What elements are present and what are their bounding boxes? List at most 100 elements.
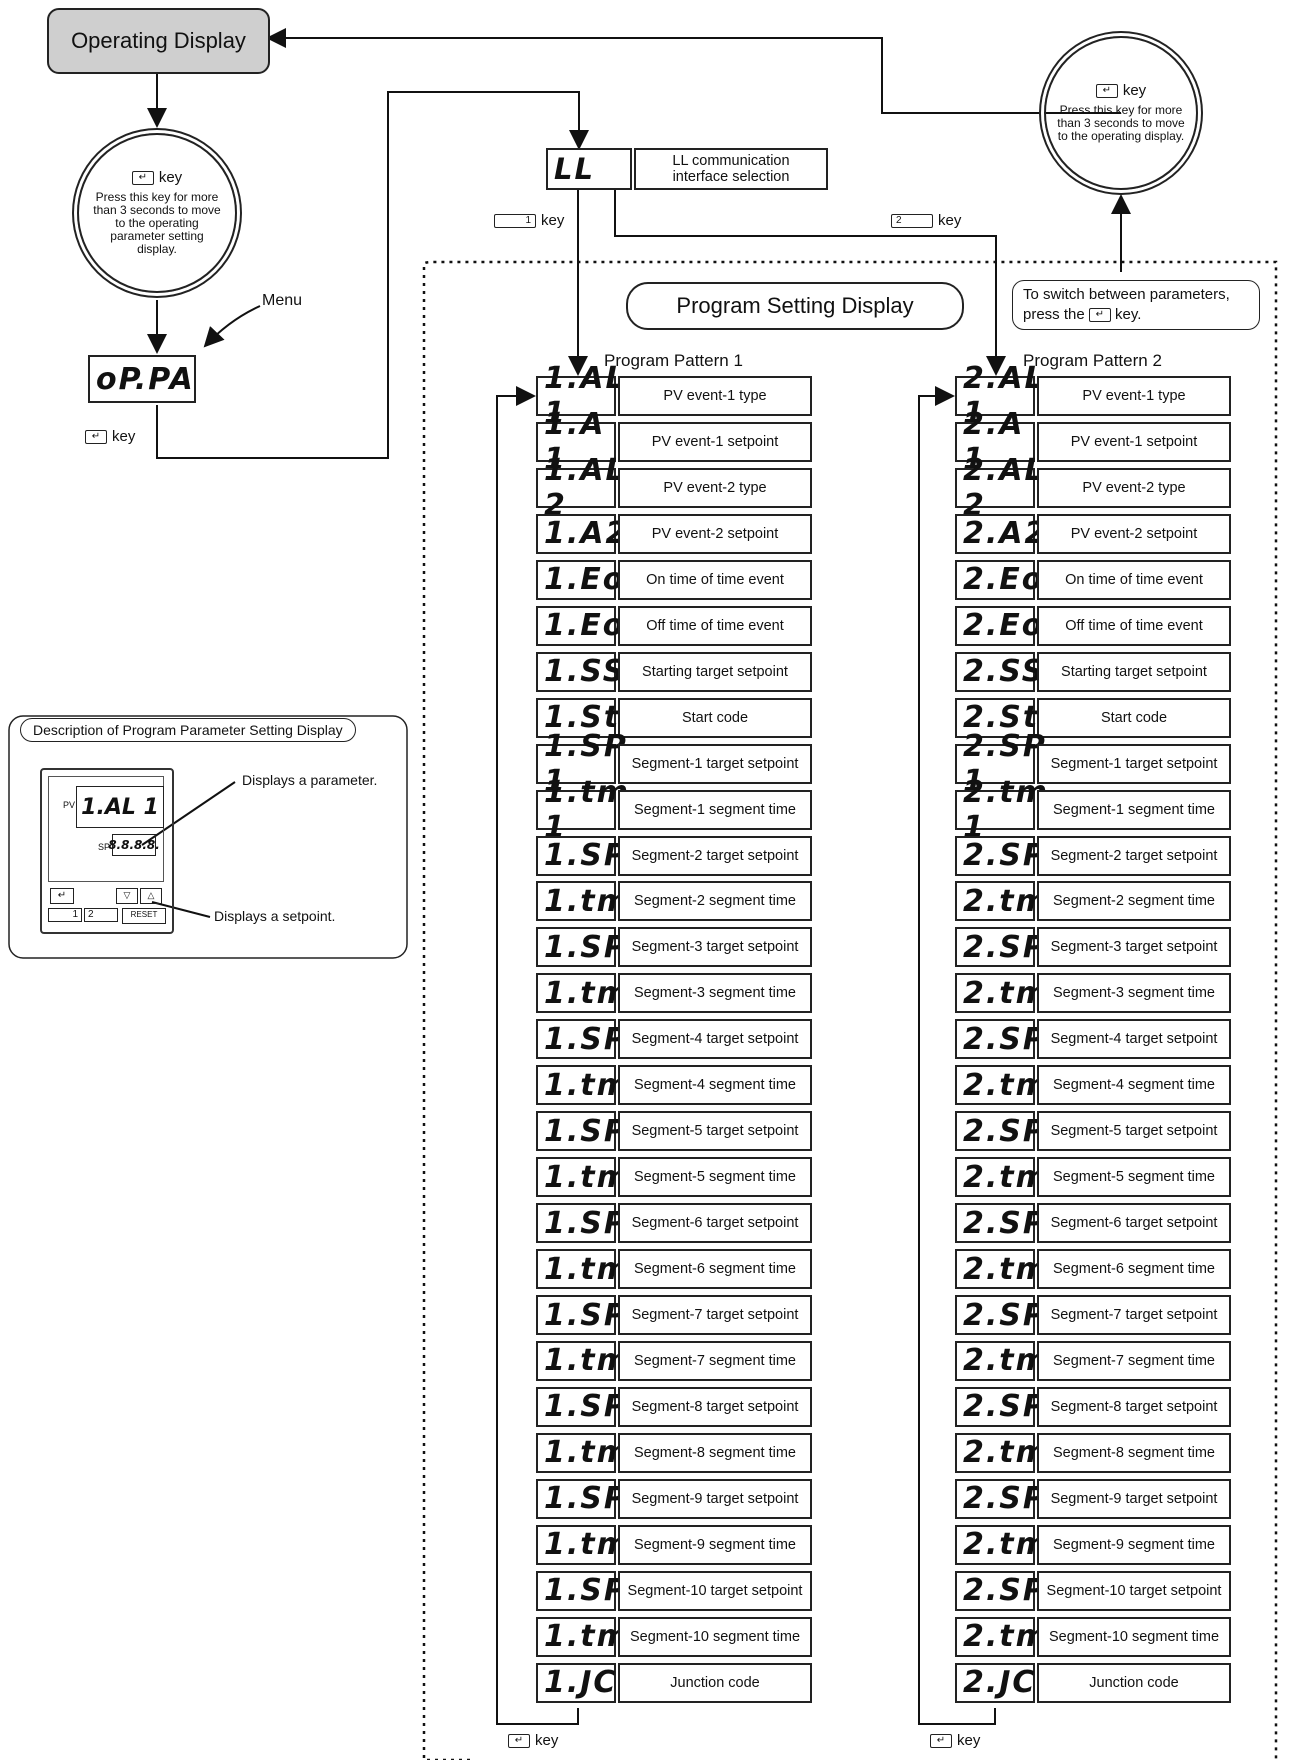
- parameter-label: Segment-7 segment time: [618, 1340, 812, 1381]
- pattern2-key-label: key: [957, 1732, 981, 1749]
- enter-key-icon[interactable]: ↵: [50, 888, 74, 904]
- parameter-label: Segment-5 target setpoint: [618, 1111, 812, 1152]
- parameter-label: Segment-1 segment time: [1037, 789, 1231, 830]
- parameter-code: 2.AL 2: [955, 453, 1044, 523]
- parameter-code: 1.tm7: [536, 1340, 651, 1381]
- parameter-code: 1.tm6: [536, 1249, 651, 1290]
- left-note-text: Press this key for more than 3 seconds t…: [93, 189, 221, 256]
- down-key-icon[interactable]: ▽: [116, 888, 138, 904]
- parameter-label: Off time of time event: [1037, 605, 1231, 646]
- ll-display: LL: [546, 148, 632, 190]
- parameter-code: 2.tm9: [955, 1524, 1070, 1565]
- parameter-label: Segment-8 target setpoint: [1037, 1386, 1231, 1427]
- program-setting-title: Program Setting Display: [626, 282, 964, 330]
- parameter-code: 1.tm2: [536, 881, 651, 922]
- prog1-key[interactable]: 1 key: [494, 212, 564, 229]
- prog-key-icon: 2: [891, 213, 933, 228]
- parameter-label: Off time of time event: [618, 605, 812, 646]
- parameter-code: 2.SP4: [955, 1019, 1068, 1060]
- parameter-label: Junction code: [618, 1662, 812, 1703]
- parameter-label: Segment-6 target setpoint: [1037, 1203, 1231, 1244]
- parameter-label: Junction code: [1037, 1662, 1231, 1703]
- right-key-note: ↵ key Press this key for more than 3 sec…: [1044, 36, 1198, 190]
- parameter-label: Segment-1 target setpoint: [1037, 743, 1231, 784]
- parameter-label: Segment-7 target setpoint: [1037, 1295, 1231, 1335]
- parameter-label: Segment-10 segment time: [1037, 1616, 1231, 1657]
- parameter-label: Segment-10 segment time: [618, 1616, 812, 1657]
- parameter-code: 2.tm7: [955, 1340, 1070, 1381]
- parameter-code: 2.SSP: [955, 651, 1067, 692]
- menu-label: Menu: [262, 292, 303, 309]
- parameter-label: Segment-7 segment time: [1037, 1340, 1231, 1381]
- sp-value: 8.8.8.8.: [108, 834, 160, 856]
- parameter-code: 1.SP5: [536, 1111, 649, 1152]
- parameter-code: 2.SPA: [955, 1570, 1067, 1611]
- parameter-label: Segment-2 segment time: [618, 881, 812, 922]
- parameter-label: Starting target setpoint: [1037, 651, 1231, 692]
- parameter-label: PV event-1 setpoint: [1037, 421, 1231, 462]
- parameter-code: 1.tmA: [536, 1616, 653, 1657]
- parameter-label: Segment-10 target setpoint: [618, 1570, 812, 1611]
- parameter-label: PV event-1 type: [1037, 376, 1231, 416]
- parameter-label: Segment-9 segment time: [1037, 1524, 1231, 1565]
- oppa-display: oP.PA: [88, 355, 196, 403]
- enter-key-icon: ↵: [1095, 83, 1118, 98]
- right-note-text: Press this key for more than 3 seconds t…: [1057, 102, 1185, 143]
- parameter-code: 1.SP6: [536, 1203, 649, 1244]
- parameter-label: Segment-8 segment time: [1037, 1432, 1231, 1473]
- parameter-code: 1.tm9: [536, 1524, 651, 1565]
- pattern2-enter-key[interactable]: ↵ key: [930, 1732, 980, 1749]
- parameter-code: 1.EoF: [536, 605, 646, 646]
- prog1-key-label: key: [541, 212, 565, 229]
- prog-1-button[interactable]: 1: [48, 908, 82, 922]
- parameter-code: 2.AL 1: [955, 361, 1044, 431]
- parameter-code: 1.SP4: [536, 1019, 649, 1060]
- parameter-code: 2.A 1: [955, 407, 1035, 477]
- parameter-label: PV event-2 type: [1037, 467, 1231, 508]
- parameter-label: Segment-9 segment time: [618, 1524, 812, 1565]
- parameter-label: Start code: [1037, 697, 1231, 738]
- reset-button[interactable]: RESET: [122, 908, 166, 924]
- operating-display-box[interactable]: Operating Display: [47, 8, 270, 74]
- parameter-code: 1.SSP: [536, 651, 648, 692]
- ll-label: LL communication interface selection: [634, 148, 828, 190]
- parameter-label: Segment-8 target setpoint: [618, 1386, 812, 1427]
- callout-setpoint: Displays a setpoint.: [214, 908, 336, 924]
- pattern1-enter-key[interactable]: ↵ key: [508, 1732, 558, 1749]
- parameter-code: 2.SP9: [955, 1478, 1068, 1519]
- parameter-code: 1.SP8: [536, 1386, 649, 1427]
- up-key-icon[interactable]: △: [140, 888, 162, 904]
- parameter-label: Segment-2 target setpoint: [618, 835, 812, 876]
- pattern2-heading: Program Pattern 2: [1023, 351, 1162, 370]
- parameter-label: Segment-5 target setpoint: [1037, 1111, 1231, 1152]
- prog2-key[interactable]: 2 key: [891, 212, 961, 229]
- left-key-note: ↵ key Press this key for more than 3 sec…: [77, 133, 237, 293]
- switch-note-line1: To switch between parameters,: [1023, 286, 1230, 303]
- prog-2-button[interactable]: 2: [84, 908, 118, 922]
- left-enter-key[interactable]: ↵ key: [85, 428, 135, 445]
- parameter-code: 2.tm3: [955, 973, 1070, 1014]
- parameter-label: PV event-2 type: [618, 467, 812, 508]
